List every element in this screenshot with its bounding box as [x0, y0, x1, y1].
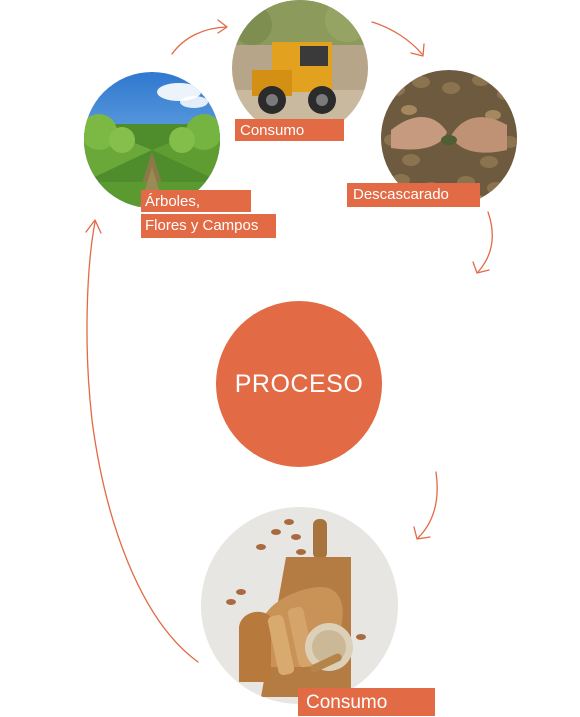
process-title: PROCESO — [234, 369, 364, 398]
arrow-harvester-to-hands — [371, 21, 423, 55]
step-label-orchard-2: Flores y Campos — [141, 214, 276, 238]
step-label-consumption: Consumo — [298, 688, 435, 716]
step-label-harvester: Consumo — [235, 119, 344, 141]
step-label-orchard: Árboles, — [141, 190, 251, 212]
step-label-hulling: Descascarado — [347, 183, 480, 207]
step-label-hulling-text: Descascarado — [353, 186, 449, 203]
step-label-orchard-line2: Flores y Campos — [145, 217, 259, 234]
process-center-circle: PROCESO — [216, 301, 382, 467]
almond-orchard-photo — [84, 72, 220, 208]
almond-bread-photo — [201, 507, 398, 704]
arrow-orchard-to-harvester — [171, 26, 227, 55]
step-label-orchard-line1: Árboles, — [145, 193, 201, 210]
arrow-bread-to-orchard — [86, 221, 199, 663]
step-label-consumption-text: Consumo — [306, 692, 388, 713]
arrow-process-to-bread — [417, 471, 438, 539]
step-label-harvester-text: Consumo — [240, 122, 305, 139]
harvester-machine-photo — [232, 0, 368, 136]
arrow-hands-to-process — [477, 211, 493, 273]
